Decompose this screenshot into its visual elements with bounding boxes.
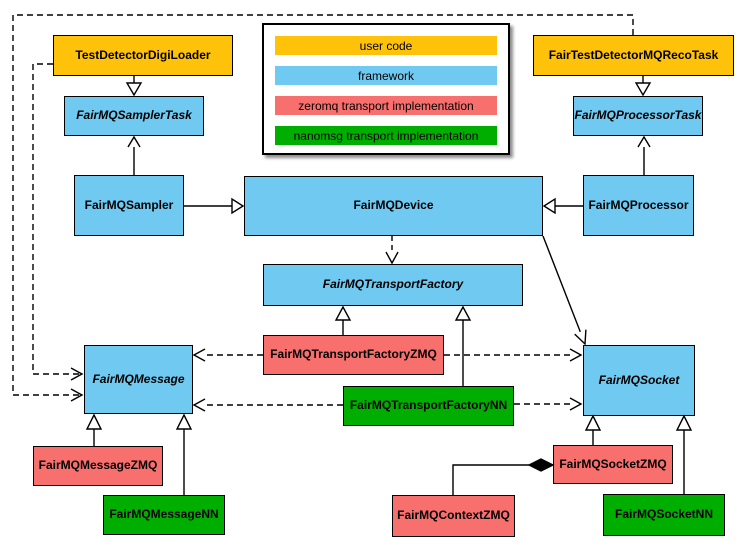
class-label: FairMQSocketNN	[614, 507, 714, 522]
edge-inheritance-processor-device	[542, 197, 583, 215]
edge-dependency-factorynn-message	[192, 398, 343, 412]
class-label: FairMQSocketZMQ	[559, 456, 667, 471]
class-label: FairMQTransportFactory	[322, 277, 464, 292]
class-box-fairmqmessagenn: FairMQMessageNN	[103, 495, 225, 535]
class-label: FairMQSocket	[598, 372, 680, 387]
class-box-fairmqdevice: FairMQDevice	[244, 176, 543, 236]
legend-label: user code	[359, 38, 413, 53]
class-label: FairMQSamplerTask	[76, 108, 192, 123]
edge-dependency-factorynn-socket	[514, 397, 583, 411]
legend-label: nanomsg transport implementation	[293, 128, 479, 143]
legend-label: framework	[357, 68, 414, 83]
edge-inheritance-messagezmq-message	[85, 413, 103, 446]
edge-inheritance-socketzmq-socket	[584, 414, 602, 445]
class-box-testdetectordigiloader: TestDetectorDigiLoader	[53, 35, 233, 76]
legend-item-framework: framework	[275, 66, 497, 85]
edge-dependency-factoryzmq-message	[192, 348, 263, 362]
class-box-fairmqprocessortask: FairMQProcessorTask	[573, 96, 703, 136]
class-label: FairMQMessage	[92, 371, 185, 386]
class-label: FairMQTransportFactoryNN	[349, 398, 508, 413]
legend-box: user code framework zeromq transport imp…	[262, 23, 510, 155]
edge-association-sampler-samplertask	[127, 135, 141, 175]
edge-dependency-factoryzmq-socket	[444, 348, 583, 362]
class-label: FairMQMessageNN	[109, 507, 219, 522]
edge-inheritance-socketnn-socket	[675, 414, 693, 494]
edge-association-device-socket	[542, 235, 587, 346]
legend-label: zeromq transport implementation	[298, 98, 474, 113]
class-label: FairMQDevice	[353, 198, 434, 213]
class-label: FairMQMessageZMQ	[38, 458, 158, 473]
legend-item-user-code: user code	[275, 36, 497, 55]
class-label: FairMQSampler	[84, 197, 174, 212]
class-box-fairmqsocketzmq: FairMQSocketZMQ	[553, 445, 673, 484]
class-box-fairtestdetectormqrecotask: FairTestDetectorMQRecoTask	[533, 35, 734, 76]
class-box-fairmqsamplertask: FairMQSamplerTask	[64, 96, 204, 136]
class-box-fairmqtransportfactoryzmq: FairMQTransportFactoryZMQ	[263, 335, 444, 375]
edge-inheritance-messagenn-message	[175, 413, 193, 495]
class-label: FairMQProcessor	[588, 197, 689, 212]
class-label: FairMQTransportFactoryZMQ	[270, 347, 437, 362]
class-box-fairmqmessagezmq: FairMQMessageZMQ	[33, 446, 163, 486]
edge-association-processor-processortask	[637, 135, 651, 175]
edge-dependency-device-transportfactory	[385, 236, 399, 265]
class-box-fairmqmessage: FairMQMessage	[84, 345, 193, 414]
edge-inheritance-factorynn-transportfactory	[454, 305, 472, 386]
edge-inheritance-recotask-processortask	[634, 76, 652, 97]
class-box-fairmqtransportfactory: FairMQTransportFactory	[263, 264, 523, 306]
class-box-fairmqsampler: FairMQSampler	[74, 175, 184, 236]
class-label: TestDetectorDigiLoader	[75, 47, 211, 62]
edge-inheritance-sampler-device	[184, 197, 245, 215]
legend-item-nanomsg: nanomsg transport implementation	[275, 126, 497, 145]
class-box-fairmqtransportfactorynn: FairMQTransportFactoryNN	[343, 386, 514, 426]
class-box-fairmqprocessor: FairMQProcessor	[583, 175, 694, 236]
class-box-fairmqcontextzmq: FairMQContextZMQ	[392, 495, 515, 537]
class-label: FairMQProcessorTask	[574, 108, 702, 123]
class-label: FairTestDetectorMQRecoTask	[548, 47, 719, 62]
class-box-fairmqsocket: FairMQSocket	[583, 345, 695, 416]
class-box-fairmqsocketnn: FairMQSocketNN	[603, 494, 725, 536]
edge-composition-socketzmq-contextzmq	[452, 458, 555, 495]
edge-inheritance-digiloader-samplertask	[125, 76, 143, 97]
edge-inheritance-factoryzmq-transportfactory	[334, 305, 352, 335]
class-label: FairMQContextZMQ	[397, 508, 510, 523]
legend-item-zeromq: zeromq transport implementation	[275, 96, 497, 115]
